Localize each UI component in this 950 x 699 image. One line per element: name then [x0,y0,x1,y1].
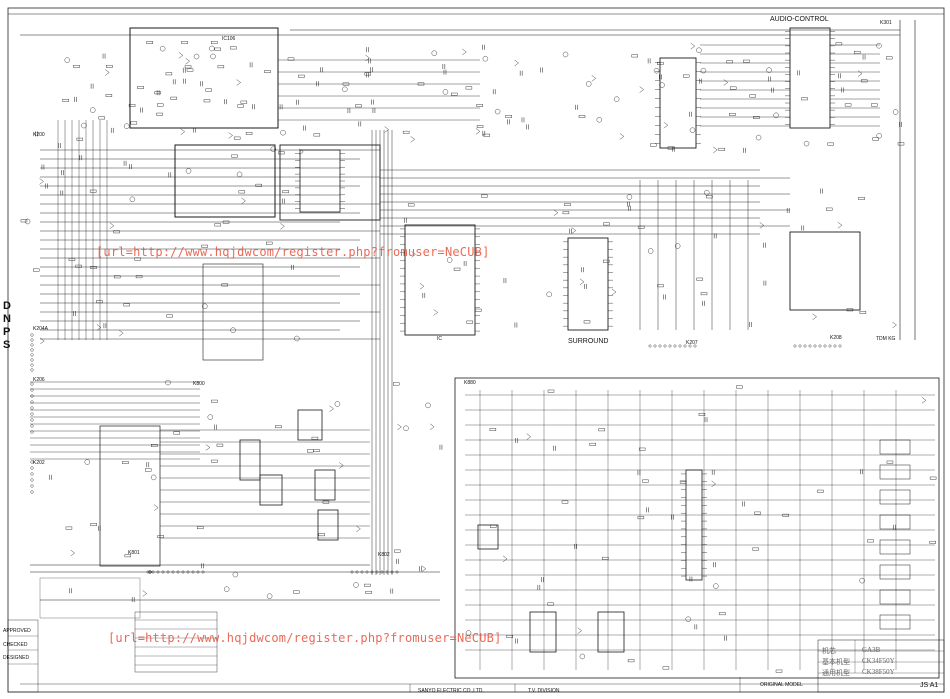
dnps-letter-d: D [3,300,11,312]
k206-label: K206 [33,377,45,383]
k880-label: K880 [464,380,476,386]
k301-label: K301 [880,20,892,26]
base-model-label: 基本机型 [822,658,850,666]
ic-label: IC [437,336,442,342]
k204a-label: K204A [33,326,49,332]
k802-label: K802 [378,552,390,558]
watermark-bottom: [url=http://www.hqjdwcom/register.php?fr… [108,631,502,645]
footer-company: SANYO ELECTRIC CO.,LTD. [418,688,484,694]
surround-label: SURROUND [568,338,609,345]
k200-label: K200 [33,132,45,138]
k207-label: K207 [686,340,698,346]
checked-label: CHECKED [3,642,28,648]
model-label: 机芯 [822,647,836,655]
footer-division: T.V. DIVISION [528,688,560,694]
audio-control-label: AUDIO-CONTROL [770,16,829,23]
title-block: 机芯 GA3B 基本机型 CK34F50Y 通用机型 CK38F50Y [818,640,944,694]
k202-label: K202 [33,460,45,466]
base-model-value: CK34F50Y [862,657,895,665]
footer-sheet: JS A1 [920,682,939,689]
k208-label: K208 [830,335,842,341]
footer-original-model: ORIGINAL MODEL [760,682,803,688]
tdm-label: TDM KG [876,336,896,342]
dnps-letter-s: S [3,339,11,351]
ic106-label: IC106 [222,36,236,42]
approved-label: APPROVED [3,628,31,634]
watermark-top: [url=http://www.hqjdwcom/register.php?fr… [96,245,490,259]
k800-label: K800 [193,381,205,387]
dnps-letter-n: N [3,313,11,325]
model-value: GA3B [862,646,881,654]
k801-label: K801 [128,550,140,556]
designed-label: DESIGNED [3,655,30,661]
applicable-model-value: CK38F50Y [862,668,895,676]
applicable-model-label: 通用机型 [822,669,850,677]
dnps-letter-p: P [3,326,11,338]
